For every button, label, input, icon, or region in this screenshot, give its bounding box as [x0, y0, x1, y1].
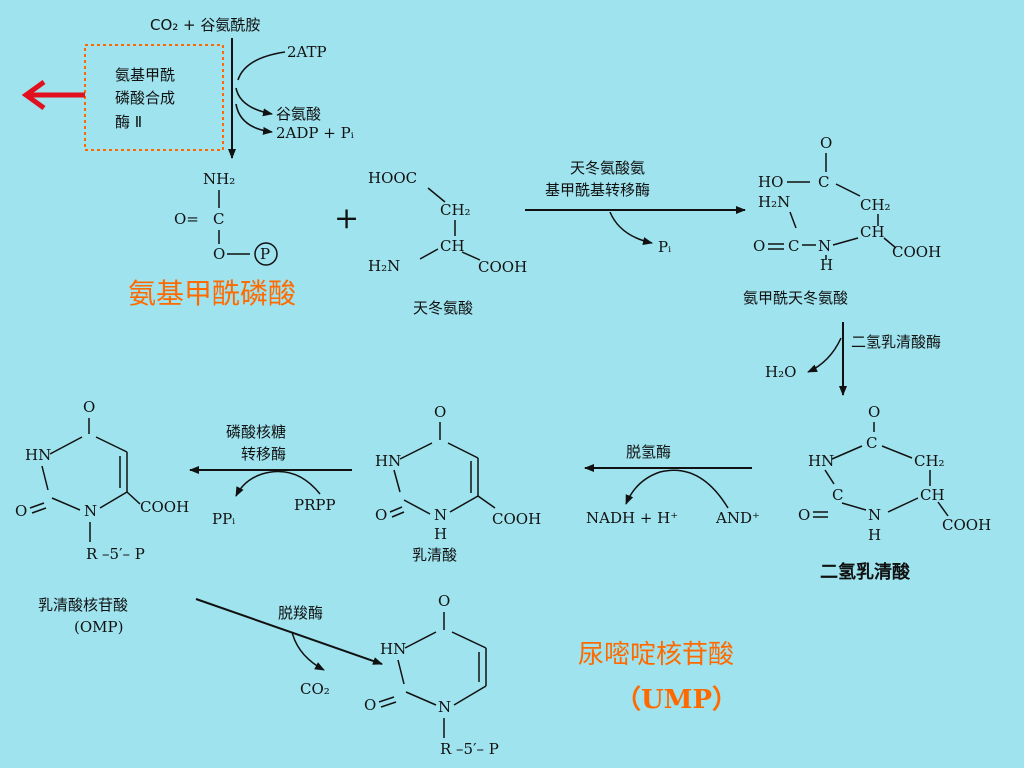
adp-arrow: [235, 103, 273, 135]
water-label: H₂O: [765, 363, 796, 381]
svg-text:O: O: [753, 237, 765, 255]
atp-label: 2ATP: [287, 43, 327, 61]
svg-text:COOH: COOH: [140, 498, 189, 516]
svg-text:HO: HO: [758, 173, 783, 191]
ppi-label: PPᵢ: [212, 510, 235, 528]
svg-text:N: N: [818, 237, 831, 255]
carbamoyl-phosphate-name: 氨基甲酰磷酸: [128, 277, 296, 310]
plus-sign: +: [334, 201, 359, 236]
svg-text:CH: CH: [440, 237, 465, 255]
carbamoyl-aspartate-name: 氨甲酰天冬氨酸: [743, 289, 848, 307]
svg-text:COOH: COOH: [492, 510, 541, 528]
svg-text:C: C: [788, 237, 799, 255]
atcase-label-line1: 天冬氨酸氨: [570, 159, 645, 177]
decarboxylase-label: 脱羧酶: [278, 604, 323, 622]
svg-text:O: O: [213, 245, 225, 263]
svg-text:COOH: COOH: [942, 516, 991, 534]
glutamate-label: 谷氨酸: [276, 105, 321, 123]
dihydroorotate-name: 二氢乳清酸: [820, 561, 911, 583]
svg-text:R –5′– P: R –5′– P: [86, 545, 145, 563]
svg-text:CH₂: CH₂: [914, 452, 945, 470]
prtase-label-line1: 磷酸核糖: [226, 423, 286, 441]
adp-label: 2ADP + Pᵢ: [276, 124, 354, 142]
svg-text:H₂N: H₂N: [368, 257, 400, 275]
co2-release-arrow: [291, 631, 325, 671]
svg-text:C: C: [818, 173, 829, 191]
svg-text:O: O: [438, 592, 450, 610]
svg-text:H₂N: H₂N: [758, 193, 790, 211]
svg-text:CH₂: CH₂: [440, 201, 471, 219]
pointer-arrow-icon: [21, 79, 85, 111]
enzyme-box-line1: 氨基甲酰: [115, 66, 175, 84]
svg-text:CH: CH: [860, 223, 885, 241]
enzyme-box-line3: 酶 Ⅱ: [115, 113, 142, 131]
omp-abbr: (OMP): [74, 618, 123, 636]
svg-text:N: N: [868, 506, 881, 524]
svg-text:O=: O=: [174, 210, 199, 228]
dihydroorotase-label: 二氢乳清酸酶: [851, 333, 941, 351]
svg-text:N: N: [438, 698, 451, 716]
prpp-label: PRPP: [294, 496, 336, 514]
svg-text:HN: HN: [380, 640, 406, 658]
dihydroorotate-structure: O C HN CH₂ O C CH COOH N H: [798, 403, 991, 544]
svg-text:O: O: [868, 403, 880, 421]
svg-text:O: O: [15, 502, 27, 520]
co2-label: CO₂: [300, 680, 330, 698]
svg-text:NH₂: NH₂: [203, 170, 235, 188]
svg-text:N: N: [84, 502, 97, 520]
ump-abbr: （UMP）: [615, 685, 738, 715]
orotate-structure: O HN O N COOH H: [375, 403, 541, 543]
atcase-label-line2: 基甲酰基转移酶: [545, 181, 650, 199]
enzyme-box-line2: 磷酸合成: [115, 89, 175, 107]
water-release-arrow: [807, 337, 842, 373]
nad-cycle-arrow: [625, 469, 729, 509]
svg-text:H: H: [434, 525, 447, 543]
glutamate-arrow: [235, 87, 273, 117]
svg-text:C: C: [213, 210, 224, 228]
svg-text:O: O: [364, 696, 376, 714]
prpp-ppi-arrow: [235, 470, 321, 497]
decarboxylase-arrow: [195, 598, 383, 665]
svg-text:O: O: [434, 403, 446, 421]
svg-text:O: O: [375, 506, 387, 524]
svg-text:COOH: COOH: [892, 243, 941, 261]
carbamoyl-phosphate-structure: NH₂ O= C O P: [174, 170, 278, 266]
svg-text:C: C: [866, 434, 877, 452]
omp-name: 乳清酸核苷酸: [38, 596, 128, 614]
svg-text:O: O: [83, 398, 95, 416]
dehydrogenase-label: 脱氢酶: [626, 443, 671, 461]
svg-text:P: P: [260, 245, 270, 263]
svg-text:C: C: [832, 486, 843, 504]
svg-text:O: O: [820, 134, 832, 152]
svg-text:R –5′– P: R –5′– P: [440, 740, 499, 758]
pi-release-arrow: [609, 211, 653, 245]
svg-text:HN: HN: [25, 446, 51, 464]
ump-name: 尿嘧啶核苷酸: [578, 640, 734, 670]
substrate-label: CO₂ + 谷氨酰胺: [150, 16, 260, 34]
svg-text:CH: CH: [920, 486, 945, 504]
svg-text:HN: HN: [808, 452, 834, 470]
ump-structure: O HN O N R –5′– P: [364, 592, 499, 758]
prtase-label-line2: 转移酶: [241, 445, 286, 463]
svg-text:HN: HN: [375, 452, 401, 470]
svg-text:O: O: [798, 506, 810, 524]
svg-text:HOOC: HOOC: [368, 169, 417, 187]
svg-text:H: H: [868, 526, 881, 544]
svg-text:CH₂: CH₂: [860, 196, 891, 214]
svg-text:COOH: COOH: [478, 258, 527, 276]
nadh-label: NADH + H⁺: [586, 509, 678, 527]
aspartate-name: 天冬氨酸: [413, 299, 473, 317]
svg-text:N: N: [434, 506, 447, 524]
carbamoyl-aspartate-structure: O HO C H₂N CH₂ O C N CH COOH H: [753, 134, 941, 274]
svg-text:H: H: [820, 256, 833, 274]
nad-label: AND⁺: [715, 509, 760, 527]
aspartate-structure: HOOC CH₂ CH H₂N COOH: [368, 169, 527, 276]
omp-structure: O HN O N COOH R –5′– P: [15, 398, 189, 563]
atp-arrow: [237, 51, 286, 81]
orotate-name: 乳清酸: [412, 546, 457, 564]
pi-label: Pᵢ: [658, 238, 671, 256]
